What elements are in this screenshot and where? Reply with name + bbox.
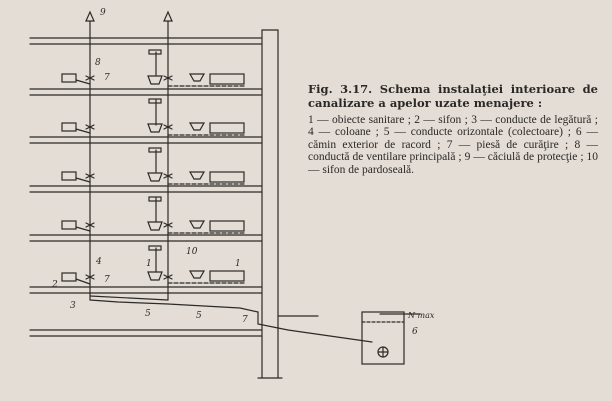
label-5-right: 5: [196, 311, 202, 321]
label-7-outside: 7: [242, 315, 248, 325]
label-2: 2: [51, 280, 58, 290]
label-3: 3: [70, 301, 76, 311]
label-7-top: 7: [104, 73, 110, 83]
label-7-bottom: 7: [104, 275, 110, 285]
horizontal-collectors: [89, 295, 373, 343]
label-1-left: 1: [146, 259, 152, 269]
outside-manhole: [361, 311, 421, 365]
label-9: 9: [100, 8, 106, 18]
label-nmax: N max: [407, 311, 435, 320]
caption-legend: 1 — obiecte sanitare ; 2 — sifon ; 3 — c…: [308, 114, 598, 176]
toilets: [147, 49, 163, 281]
connection-pipes: [167, 85, 245, 284]
label-4: 4: [95, 257, 102, 267]
label-5-left: 5: [145, 309, 151, 319]
label-10: 10: [186, 247, 198, 257]
bathtubs: [188, 73, 245, 282]
diagram-labels: 9 8 7 4 2 7 3 5 5 1 1 10 7 6 N max: [51, 8, 435, 337]
label-6: 6: [412, 327, 418, 337]
cleanout-fittings: [85, 75, 173, 280]
exterior-wall: [257, 29, 283, 379]
label-8: 8: [95, 58, 101, 68]
vent-stacks: [89, 17, 169, 301]
washbasins: [61, 73, 91, 285]
label-1-right: 1: [235, 259, 241, 269]
caption-title: Fig. 3.17. Schema instalaţiei interioare…: [308, 82, 598, 110]
figure-caption: Fig. 3.17. Schema instalaţiei interioare…: [308, 82, 598, 176]
protection-caps: [85, 10, 173, 22]
floor-slabs: [29, 37, 263, 337]
